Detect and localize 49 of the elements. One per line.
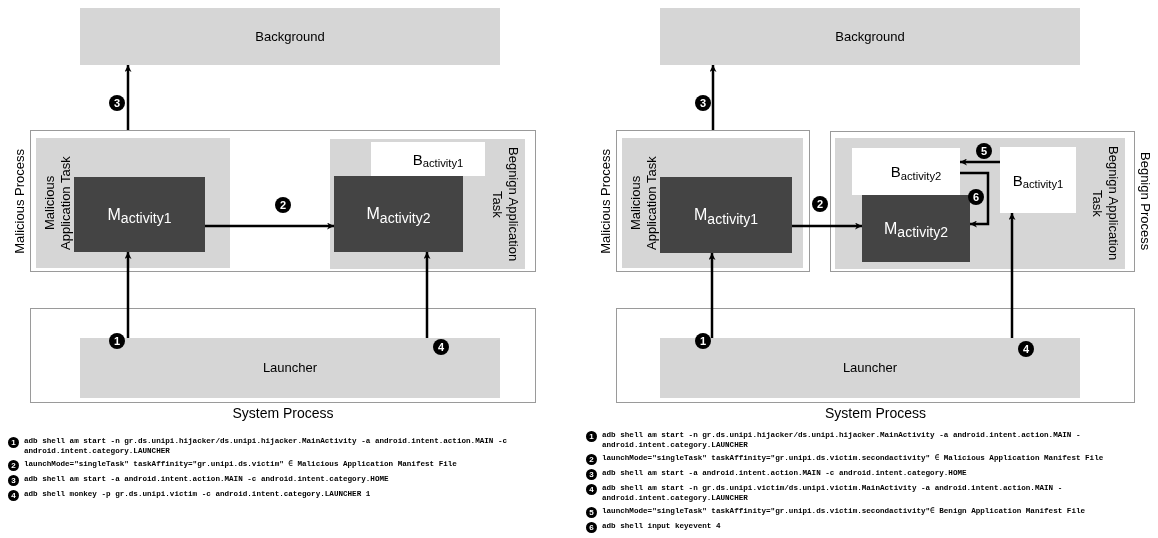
node-label: Background [835, 27, 905, 46]
arrow [124, 65, 132, 130]
step-number: 3 [109, 95, 125, 111]
node-label: Background [255, 27, 325, 46]
task-box [80, 338, 500, 398]
process-label: System Process [232, 406, 334, 420]
arrow [708, 253, 716, 338]
arrow [1008, 213, 1016, 338]
process-label: System Process [824, 406, 927, 420]
activity-box [371, 142, 485, 176]
activity-box [334, 176, 463, 252]
step-number: 2 [586, 454, 597, 465]
activity-box [74, 177, 205, 252]
task-box [330, 139, 525, 269]
arrow [205, 222, 334, 230]
step-number: 3 [586, 469, 597, 480]
arrow [423, 252, 431, 338]
step-number: 4 [8, 490, 19, 501]
step-number: 2 [8, 460, 19, 471]
step-number: 2 [812, 196, 828, 212]
process-label: Begnign Process [1137, 152, 1153, 251]
node-label: Begnign Application Task [1089, 145, 1121, 263]
arrow [960, 171, 990, 228]
node-label: Malicious Application Task [42, 155, 74, 252]
task-box [36, 138, 230, 268]
step-number: 3 [695, 95, 711, 111]
node-label: Launcher [262, 359, 318, 378]
arrow [709, 65, 717, 130]
process-label: Malicious Process [12, 148, 28, 254]
activity-box [660, 177, 792, 253]
activity-box [862, 195, 970, 262]
arrow [124, 252, 132, 338]
activity-box [1000, 147, 1076, 213]
step-number: 6 [586, 522, 597, 533]
task-box [660, 338, 1080, 398]
arrow [960, 158, 1000, 166]
task-box [80, 8, 500, 65]
step-number: 5 [586, 507, 597, 518]
step-number: 4 [586, 484, 597, 495]
node-label: Launcher [842, 359, 898, 378]
node-label: Begnign Application Task [489, 145, 521, 264]
node-label: Malicious Application Task [628, 155, 660, 252]
step-number: 3 [8, 475, 19, 486]
step-number: 1 [8, 437, 19, 448]
arrow [792, 222, 862, 230]
process-label: Malicious Process [598, 148, 614, 254]
activity-box [852, 148, 960, 195]
task-box [660, 8, 1080, 65]
step-number: 1 [586, 431, 597, 442]
